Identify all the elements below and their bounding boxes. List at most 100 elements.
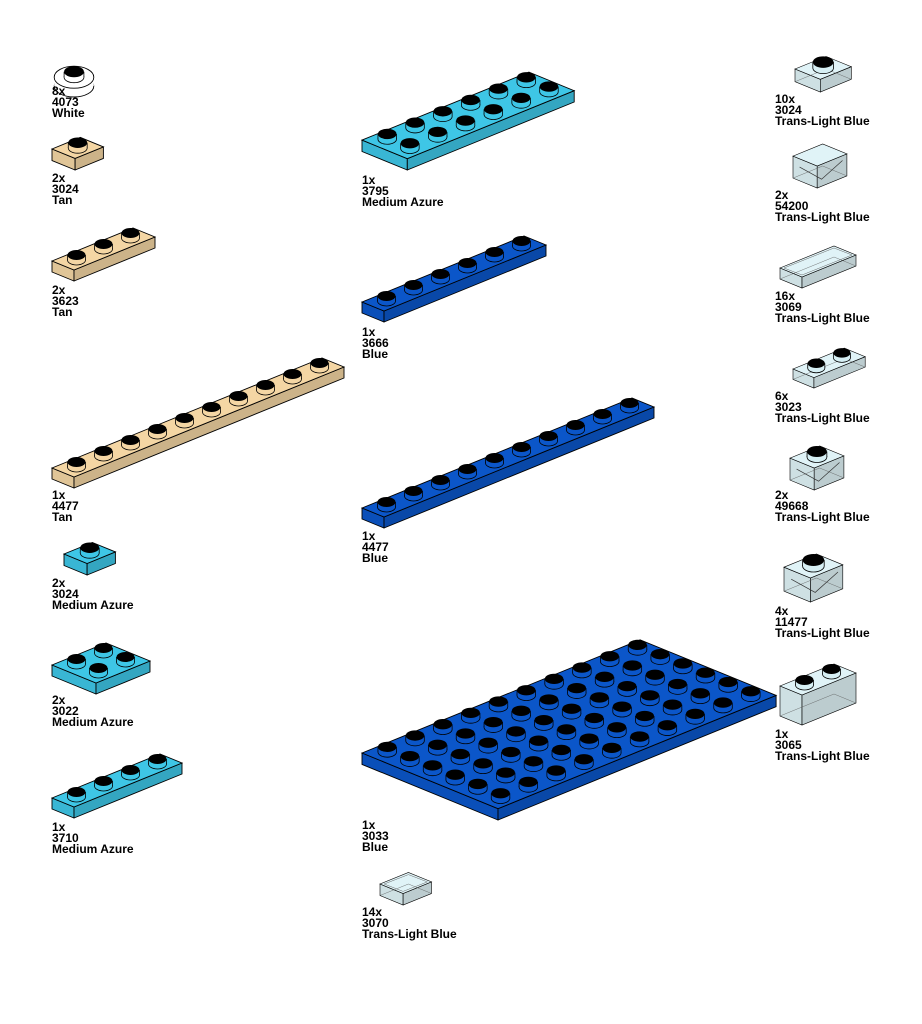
stud bbox=[67, 250, 86, 266]
stud bbox=[400, 750, 420, 767]
part-image-3666 bbox=[360, 235, 548, 323]
stud bbox=[645, 669, 665, 686]
part-color: Trans-Light Blue bbox=[775, 114, 870, 128]
stud bbox=[567, 683, 587, 699]
stud bbox=[488, 696, 509, 713]
stud bbox=[458, 464, 477, 480]
part-image-4477 bbox=[50, 357, 346, 489]
stud bbox=[94, 643, 113, 659]
stud bbox=[741, 686, 761, 702]
stud bbox=[431, 475, 450, 491]
stud bbox=[812, 56, 834, 74]
part-quantity: 2x bbox=[52, 171, 66, 185]
stud bbox=[612, 701, 632, 718]
stud bbox=[422, 760, 443, 777]
stud bbox=[79, 542, 100, 559]
part-number: 4073 bbox=[52, 95, 79, 109]
stud bbox=[455, 115, 476, 132]
part-color: Medium Azure bbox=[52, 715, 134, 729]
part-quantity: 2x bbox=[52, 576, 66, 590]
stud bbox=[673, 658, 693, 675]
part-quantity: 16x bbox=[775, 289, 796, 303]
part-top-face bbox=[379, 872, 433, 894]
stud bbox=[594, 671, 615, 688]
part-number: 3024 bbox=[52, 182, 79, 196]
stud bbox=[428, 739, 448, 756]
part-color: Medium Azure bbox=[52, 842, 134, 856]
stud bbox=[506, 726, 526, 743]
stud bbox=[485, 453, 504, 469]
stud bbox=[822, 664, 841, 680]
part-quantity: 1x bbox=[775, 727, 789, 741]
part-top-face bbox=[779, 245, 857, 278]
stud bbox=[405, 730, 425, 747]
stud bbox=[572, 662, 592, 679]
part-number: 3024 bbox=[775, 103, 802, 117]
part-number: 3070 bbox=[362, 916, 389, 930]
stud bbox=[490, 788, 511, 804]
stud bbox=[256, 380, 275, 396]
stud bbox=[377, 128, 397, 145]
stud bbox=[539, 431, 558, 447]
stud bbox=[283, 369, 302, 385]
part-color: Tan bbox=[52, 510, 73, 524]
stud bbox=[202, 402, 221, 418]
stud bbox=[584, 712, 604, 729]
part-number: 3024 bbox=[52, 587, 79, 601]
part-quantity: 2x bbox=[52, 693, 66, 707]
part-color: Blue bbox=[362, 840, 389, 854]
part-image-3070 bbox=[379, 872, 433, 906]
part-image-3623 bbox=[50, 227, 157, 282]
part-image-3710 bbox=[50, 753, 184, 819]
part-image-3024 bbox=[50, 136, 105, 171]
stud bbox=[485, 247, 504, 263]
stud bbox=[657, 720, 678, 736]
stud bbox=[518, 776, 539, 793]
part-number: 3065 bbox=[775, 738, 802, 752]
stud bbox=[450, 748, 471, 765]
part-color: Trans-Light Blue bbox=[775, 626, 870, 640]
stud bbox=[806, 446, 828, 463]
stud bbox=[404, 280, 423, 296]
stud bbox=[668, 678, 688, 695]
stud bbox=[695, 667, 716, 684]
part-color: Trans-Light Blue bbox=[775, 311, 870, 325]
stud bbox=[589, 692, 610, 709]
part-number: 3710 bbox=[52, 831, 79, 845]
stud bbox=[516, 72, 536, 88]
stud bbox=[539, 81, 559, 98]
part-image-54200 bbox=[792, 143, 848, 189]
part-color: Tan bbox=[52, 305, 73, 319]
stud bbox=[67, 654, 86, 670]
part-number: 54200 bbox=[775, 199, 809, 213]
stud bbox=[473, 758, 493, 775]
part-color: Blue bbox=[362, 551, 389, 565]
stud bbox=[617, 680, 637, 697]
stud bbox=[67, 137, 88, 154]
part-number: 3623 bbox=[52, 294, 79, 308]
part-image-49668 bbox=[789, 445, 845, 491]
part-quantity: 2x bbox=[52, 283, 66, 297]
stud bbox=[455, 728, 476, 745]
stud bbox=[121, 228, 140, 244]
stud bbox=[121, 765, 140, 781]
stud bbox=[802, 554, 825, 573]
part-image-4477 bbox=[360, 397, 656, 529]
stud bbox=[600, 651, 620, 667]
stud bbox=[650, 649, 670, 665]
part-color: Trans-Light Blue bbox=[775, 510, 870, 524]
stud bbox=[622, 660, 643, 677]
part-number: 4477 bbox=[362, 540, 389, 554]
stud bbox=[433, 106, 453, 122]
stud bbox=[718, 676, 738, 693]
